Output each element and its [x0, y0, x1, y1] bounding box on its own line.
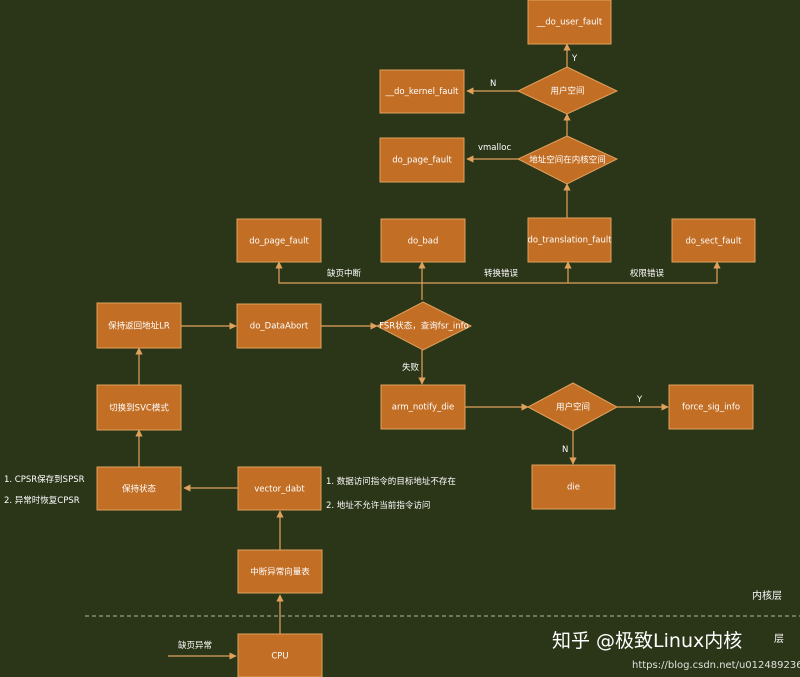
note-reason-1: 1. 数据访问指令的目标地址不存在 — [326, 476, 456, 487]
label-page-fault-exception: 缺页异常 — [178, 640, 212, 651]
edge-fsr-bus-right — [421, 261, 721, 300]
vector-dabt-box: vector_dabt — [237, 466, 322, 511]
save-state-box: 保持状态 — [96, 466, 182, 511]
label-page-fault-interrupt: 缺页中断 — [327, 268, 362, 279]
user-space-check-2-label: 用户空间 — [556, 402, 590, 413]
do-user-fault-box: __do_user_fault — [527, 0, 612, 45]
die-label: die — [567, 483, 580, 493]
note-cpsr-save: 1. CPSR保存到SPSR — [4, 474, 85, 485]
watermark-brand: 知乎 @极致Linux内核 — [552, 630, 742, 652]
arm-notify-die-box: arm_notify_die — [380, 384, 466, 430]
label-n-1: N — [490, 79, 496, 89]
cpu-box: CPU — [237, 633, 323, 677]
label-n-2: N — [562, 445, 568, 455]
force-sig-info-box: force_sig_info — [668, 384, 754, 430]
die-box: die — [531, 464, 616, 510]
irq-vector-table-box: 中断异常向量表 — [237, 549, 323, 594]
do-dataabort-box: do_DataAbort — [236, 303, 322, 349]
user-space-check-1-label: 用户空间 — [550, 86, 584, 97]
kernel-layer-label: 内核层 — [752, 589, 782, 602]
do-sect-fault-box: do_sect_fault — [671, 218, 756, 263]
save-state-label: 保持状态 — [122, 484, 157, 495]
do-page-fault-label: do_page_fault — [249, 237, 309, 247]
do-sect-fault-label: do_sect_fault — [685, 237, 742, 247]
edge-to-do-page-fault — [275, 261, 422, 284]
label-permission-error: 权限错误 — [630, 268, 665, 279]
save-lr-label: 保持返回地址LR — [108, 321, 170, 332]
user-space-check-2-diamond: 用户空间 — [526, 382, 619, 432]
cpu-label: CPU — [271, 652, 288, 662]
label-translation-error: 转换错误 — [484, 268, 519, 279]
watermark-url: https://blog.csdn.net/u012489236 — [632, 660, 800, 671]
vector-dabt-label: vector_dabt — [254, 485, 305, 495]
save-lr-box: 保持返回地址LR — [96, 302, 182, 349]
do-page-fault-box: do_page_fault — [236, 218, 322, 263]
label-y-2: Y — [636, 395, 643, 405]
label-y-1: Y — [571, 54, 578, 64]
kernel-space-check-label: 地址空间在内核空间 — [529, 155, 606, 166]
do-bad-box: do_bad — [380, 218, 466, 263]
note-reason-2: 2. 地址不允许当前指令访问 — [326, 500, 430, 511]
do-page-fault-top-label: do_page_fault — [392, 156, 452, 166]
switch-svc-label: 切换到SVC模式 — [109, 403, 169, 414]
do-kernel-fault-label: __do_kernel_fault — [384, 87, 459, 97]
kernel-space-check-diamond: 地址空间在内核空间 — [516, 135, 619, 185]
user-space-check-1-diamond: 用户空间 — [516, 66, 619, 115]
do-translation-fault-label: do_translation_fault — [527, 236, 612, 246]
do-bad-label: do_bad — [408, 237, 439, 247]
lower-layer-label: 层 — [774, 633, 784, 645]
edges — [135, 43, 721, 660]
irq-vector-table-label: 中断异常向量表 — [250, 567, 310, 578]
fsr-check-label: FSR状态，查询fsr_info — [379, 321, 469, 332]
do-page-fault-top-box: do_page_fault — [379, 137, 465, 183]
do-dataabort-label: do_DataAbort — [250, 322, 309, 332]
force-sig-info-label: force_sig_info — [682, 403, 740, 413]
label-vmalloc: vmalloc — [478, 143, 511, 153]
do-translation-fault-box: do_translation_fault — [527, 217, 612, 263]
fsr-check-diamond: FSR状态，查询fsr_info — [375, 301, 473, 351]
note-cpsr-restore: 2. 异常时恢复CPSR — [4, 495, 80, 506]
label-fail: 失败 — [402, 362, 420, 373]
switch-svc-box: 切换到SVC模式 — [96, 384, 182, 431]
do-user-fault-label: __do_user_fault — [536, 18, 603, 28]
do-kernel-fault-box: __do_kernel_fault — [379, 69, 465, 114]
arm-notify-die-label: arm_notify_die — [392, 403, 454, 413]
